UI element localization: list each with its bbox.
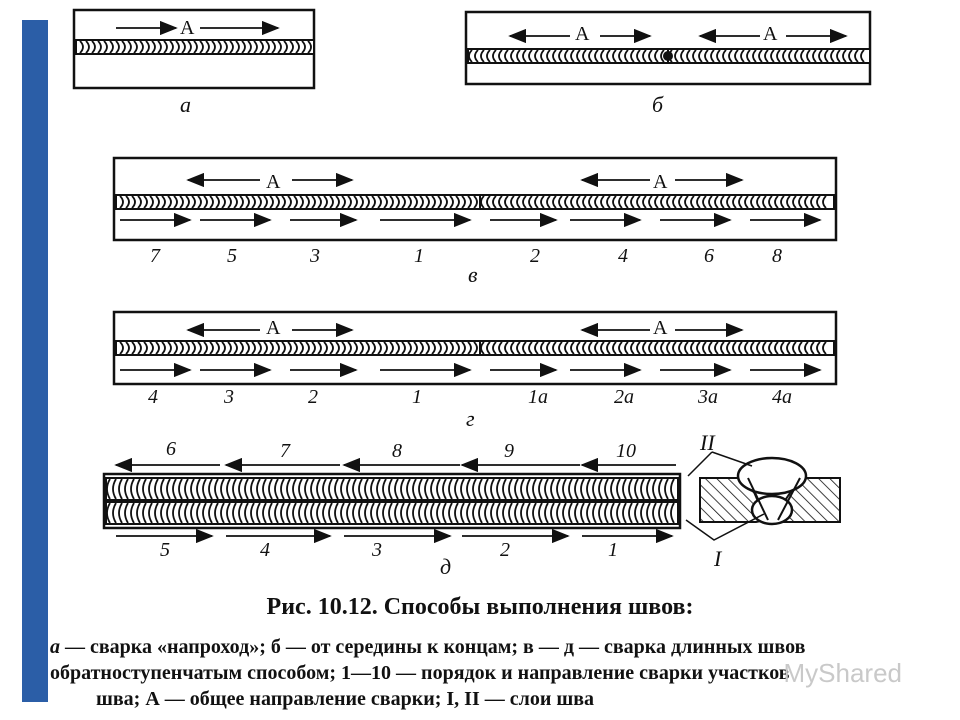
step-number: 3а: [697, 386, 718, 408]
cross-section-layer-I: [750, 494, 794, 526]
panel-v-weld-bead-left: [115, 194, 481, 210]
step-number: 4: [618, 245, 628, 267]
caption-line-2-prefix: о: [50, 662, 60, 684]
bevel-line: [777, 477, 801, 521]
figure-caption-title: Рис. 10.12. Способы выполнения швов:: [266, 594, 694, 620]
panel-d-bottom-step-numbers: 5 4 3 2 1: [160, 539, 618, 561]
step-number: 5: [227, 245, 237, 267]
step-number: 9: [504, 440, 514, 462]
caption-line-1-prefix: а: [50, 636, 60, 658]
leader-line-I: [685, 513, 765, 541]
sidebar-accent-bar: [22, 20, 48, 702]
step-number: 5: [160, 539, 170, 561]
step-number: 7: [280, 440, 291, 462]
step-number: 6: [166, 438, 176, 460]
step-number: 6: [704, 245, 714, 267]
step-number: 4: [260, 539, 270, 561]
panel-v-step-numbers: 7 5 3 1 2 4 6 8: [150, 245, 782, 267]
caption-line-1: а — сварка «напроход»; б — от середины к…: [50, 636, 805, 659]
panel-a-weld-bead: [75, 39, 315, 55]
seam-midpoint: [663, 51, 673, 61]
bevel-line: [747, 477, 769, 521]
cross-section-layer-II: [736, 456, 808, 496]
step-number: 7: [150, 245, 161, 267]
step-number: 2: [530, 245, 540, 267]
step-number: 10: [616, 440, 636, 462]
step-number: 8: [392, 440, 402, 462]
watermark-text: MyShared: [783, 658, 903, 688]
direction-label: A: [575, 23, 590, 45]
direction-label: A: [653, 171, 668, 193]
step-number: 3: [223, 386, 234, 408]
panel-g-step-numbers: 4 3 2 1 1а 2а 3а 4а: [148, 386, 792, 408]
leader-line-II: [687, 451, 713, 477]
panel-label-b: б: [652, 92, 664, 117]
panel-g-weld-bead-left: [115, 340, 481, 356]
leader-line-II: [711, 451, 753, 467]
caption-line-3: шва; А — общее направление сварки; I, II…: [96, 688, 595, 710]
panel-label-g: г: [466, 406, 475, 431]
panel-v-weld-bead-right: [479, 194, 835, 210]
step-number: 2: [500, 539, 510, 561]
panel-label-v: в: [468, 262, 478, 287]
panel-d-weld-layer-II: [105, 477, 679, 501]
direction-label: A: [763, 23, 778, 45]
panel-label-d: д: [440, 554, 451, 579]
step-number: 1а: [528, 386, 548, 408]
step-number: 3: [371, 539, 382, 561]
panel-g-weld-bead-right: [479, 340, 835, 356]
panel-d-plate: [102, 472, 682, 530]
panel-d-top-step-numbers: 6 7 8 9 10: [166, 438, 636, 462]
panel-d-weld-layer-I: [105, 501, 679, 525]
step-number: 4: [148, 386, 158, 408]
caption-line-2-text: братноступенчатым способом; 1—10 — поряд…: [60, 662, 790, 684]
panel-v-plate: [112, 156, 838, 242]
caption-line-1-text: — сварка «напроход»; б — от середины к к…: [60, 636, 806, 658]
step-number: 3: [309, 245, 320, 267]
layer-label-II: II: [699, 430, 716, 455]
step-number: 1: [412, 386, 422, 408]
direction-label: A: [266, 317, 281, 339]
panel-b-weld-bead-right: [667, 48, 871, 64]
panel-g-plate: [112, 310, 838, 386]
step-number: 2а: [614, 386, 634, 408]
caption-line-2: обратноступенчатым способом; 1—10 — поря…: [50, 662, 790, 685]
step-number: 1: [414, 245, 424, 267]
step-number: 2: [308, 386, 318, 408]
direction-label: A: [266, 171, 281, 193]
step-number: 4а: [772, 386, 792, 408]
direction-label: A: [180, 17, 195, 39]
panel-label-a: а: [180, 92, 191, 117]
layer-label-I: I: [713, 546, 723, 571]
direction-label: A: [653, 317, 668, 339]
step-number: 1: [608, 539, 618, 561]
step-number: 8: [772, 245, 782, 267]
